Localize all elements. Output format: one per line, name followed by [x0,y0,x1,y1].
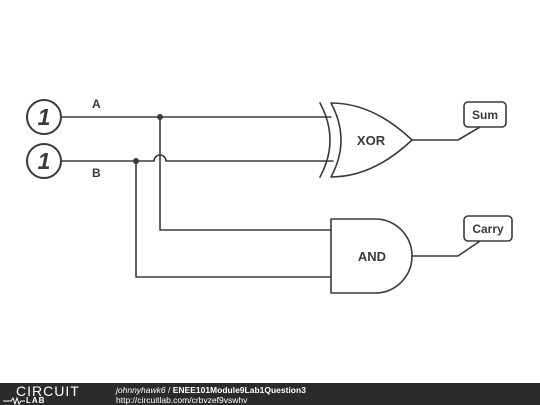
wire-carry [411,240,481,257]
junction-a [157,114,163,120]
output-carry[interactable]: Carry [463,215,513,242]
xor-label: XOR [357,133,386,148]
wire-a-branch [159,116,332,231]
label-a: A [92,97,101,111]
output-sum-label: Sum [472,108,498,122]
output-carry-label: Carry [472,222,504,236]
xor-back-curve [319,102,331,178]
and-label: AND [358,249,386,264]
input-source-b[interactable]: 1 [26,143,62,179]
logo-wave-icon [3,396,25,405]
footer-separator: / [165,385,173,395]
wire-b-branch [135,160,332,278]
label-b: B [92,166,101,180]
schematic-canvas: 1 1 A B XOR AND Sum Carry [26,97,513,294]
output-sum[interactable]: Sum [463,101,507,128]
input-b-value: 1 [38,148,51,174]
input-b-circle [26,143,62,179]
input-a-circle [26,99,62,135]
footer-title-line: johnnyhawk6 / ENEE101Module9Lab1Question… [116,385,306,395]
and-gate [330,218,413,294]
output-sum-box [463,101,507,128]
logo-circuit-text: CIRCUIT [16,383,80,399]
footer-author[interactable]: johnnyhawk6 [116,385,166,395]
output-carry-box [463,215,513,242]
input-source-a[interactable]: 1 [26,99,62,135]
footer-title[interactable]: ENEE101Module9Lab1Question3 [172,385,306,395]
footer-bar: CIRCUIT LAB johnnyhawk6 / ENEE101Module9… [0,383,540,405]
xor-gate [330,102,413,178]
input-a-value: 1 [38,104,51,130]
wire-sum [411,126,481,141]
footer-url[interactable]: http://circuitlab.com/crbvzef9vswhv [116,395,248,405]
wire-b [61,154,334,162]
logo-lab-text: LAB [26,396,46,405]
junction-b [133,158,139,164]
